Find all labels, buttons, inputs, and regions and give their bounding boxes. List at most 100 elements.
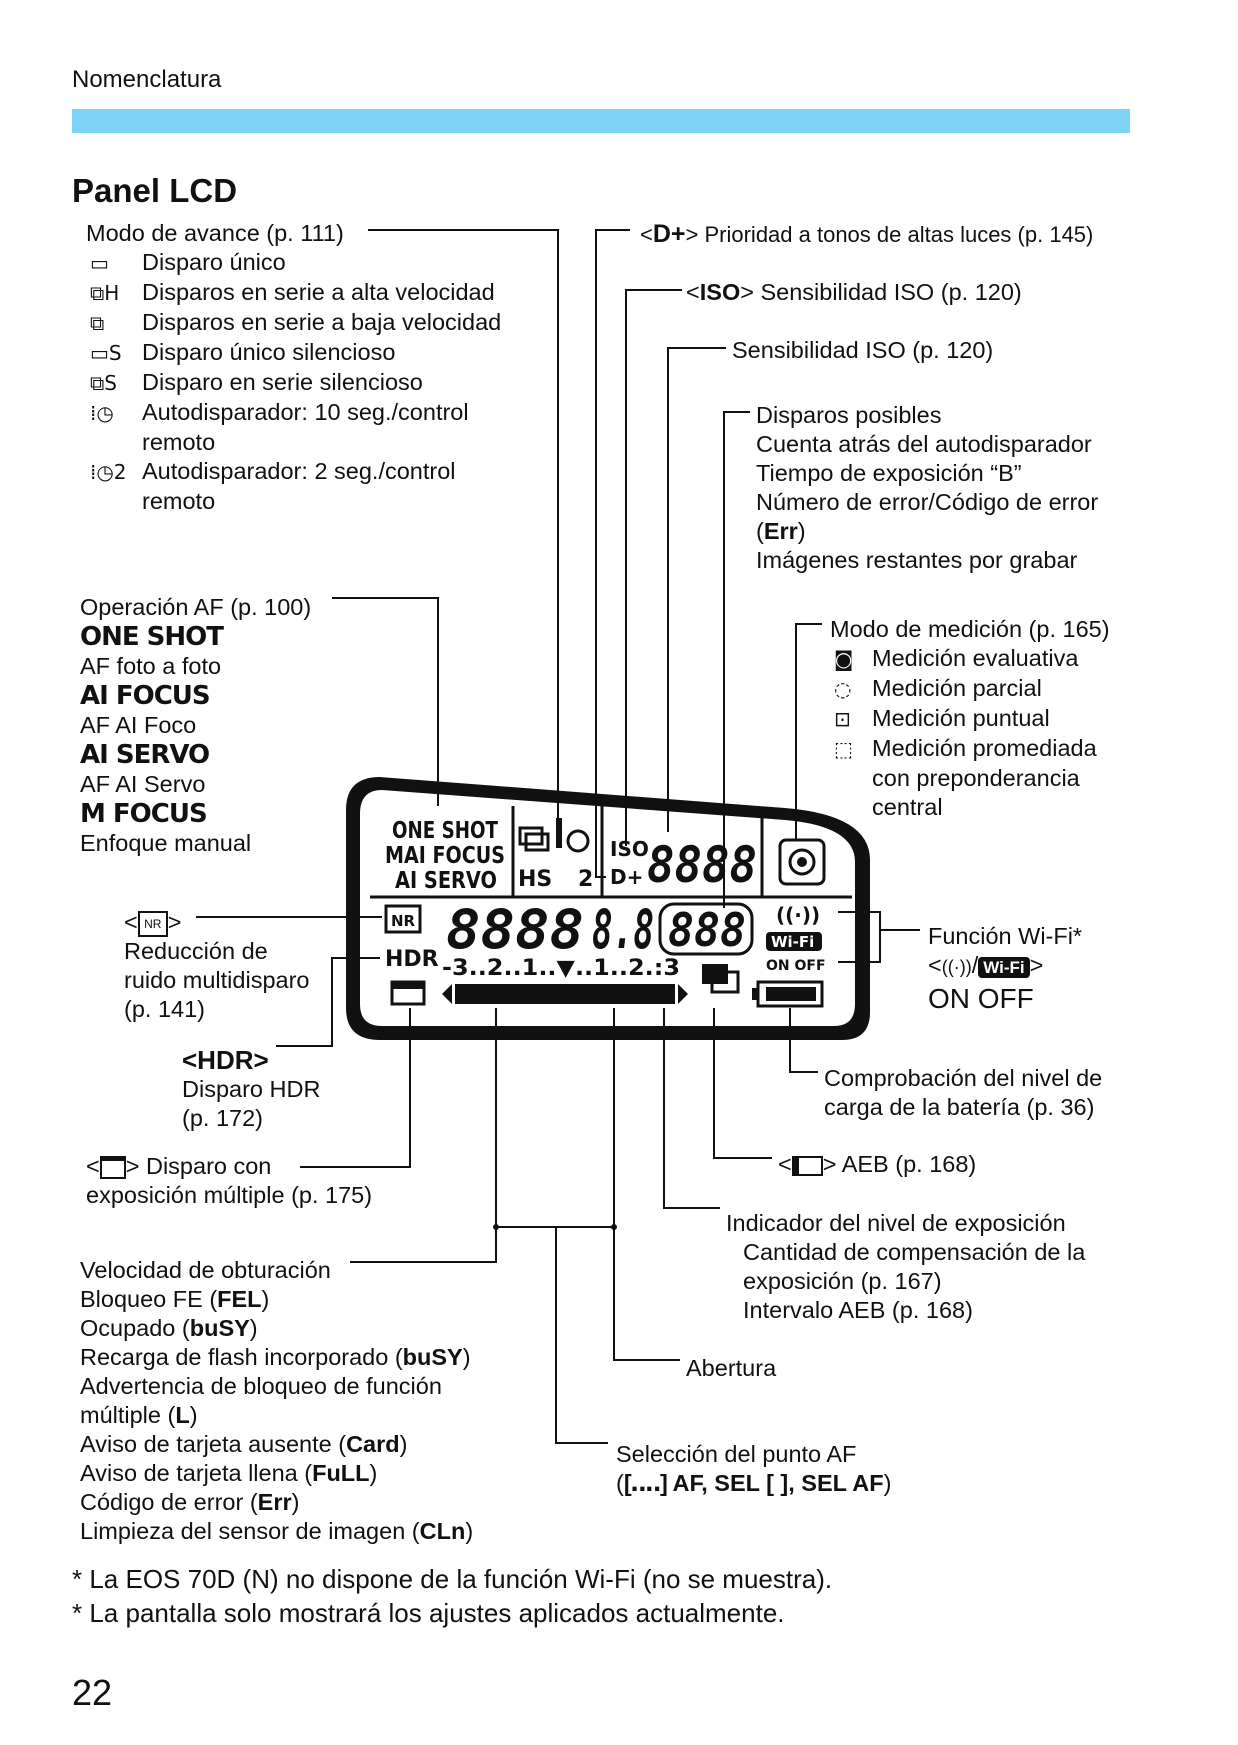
drive-item: remoto — [142, 488, 216, 514]
drive-mode-label: Modo de avance (p. 111) — [86, 220, 344, 246]
lcd-multi-exposure-icon — [390, 980, 426, 1006]
lcd-exposure-scale: -3..2..1..▼..1..2.:3 — [442, 956, 680, 981]
battery-callout: Comprobación del nivel de carga de la ba… — [824, 1065, 1103, 1120]
partial-metering-icon: ◌ — [834, 677, 852, 701]
shutter-line: Código de error (Err) — [80, 1489, 300, 1515]
shutter-line: Advertencia de bloqueo de función — [80, 1373, 442, 1399]
lcd-shutter-digits: 8888 — [446, 898, 584, 961]
svg-text:((·)): ((·)) — [776, 903, 820, 927]
lcd-af-ai-focus: MAI FOCUS — [385, 843, 505, 869]
svg-text:NR: NR — [391, 912, 416, 930]
silent-continuous-icon: ⧉S — [90, 371, 117, 395]
silent-single-icon: ▭S — [90, 341, 122, 365]
lcd-af-ai-servo: AI SERVO — [395, 868, 497, 894]
lcd-drive-icon — [518, 818, 590, 853]
shutter-line: múltiple (L) — [80, 1402, 198, 1428]
multi-exposure-callout: <> Disparo con exposición múltiple (p. 1… — [86, 1153, 373, 1208]
center-weighted-icon: ⬚ — [834, 737, 853, 761]
lcd-iso-icon: ISO — [610, 837, 649, 861]
shutter-line: Aviso de tarjeta ausente (Card) — [80, 1431, 408, 1457]
lcd-shots-bracket — [658, 902, 754, 956]
af-mode-ai-servo: AI SERVO — [80, 740, 210, 770]
lcd-screen — [360, 790, 855, 1026]
lcd-metering-icon — [778, 838, 826, 886]
lcd-hdr-icon: HDR — [385, 947, 439, 972]
lcd-nr-icon — [384, 904, 422, 934]
lcd-exposure-bar — [442, 984, 688, 1004]
shutter-line: Ocupado (buSY) — [80, 1315, 258, 1341]
af-operation-list: Operación AF (p. 100) ONE SHOT AF foto a… — [80, 593, 311, 858]
aperture-label: Abertura — [686, 1355, 777, 1381]
page-title: Panel LCD — [72, 172, 238, 209]
aeb-callout: <> AEB (p. 168) — [778, 1151, 977, 1177]
nr-icon: NR — [137, 910, 168, 937]
hdr-tag: <HDR> — [182, 1045, 269, 1075]
wifi-badge: Wi-Fi — [978, 957, 1030, 978]
evaluative-metering-icon: ◙ — [834, 647, 854, 671]
lcd-battery-icon — [752, 980, 824, 1008]
lcd-aeb-icon — [702, 964, 740, 994]
lcd-dplus-icon: D+ — [610, 865, 643, 889]
aeb-icon — [791, 1155, 823, 1176]
shutter-line: Recarga de flash incorporado (buSY) — [80, 1344, 471, 1370]
shots-list: Disparos posibles Cuenta atrás del autod… — [756, 402, 1099, 573]
lcd-af-one-shot: ONE SHOT — [392, 818, 498, 844]
lcd-aperture-digits: 8.8 — [592, 898, 654, 961]
drive-item: remoto — [142, 429, 216, 455]
self-timer-2-icon: ⁞◷2 — [90, 460, 127, 484]
af-mode-desc: Enfoque manual — [80, 830, 252, 856]
wifi-on-off: ON OFF — [928, 983, 1034, 1014]
af-mode-ai-focus: AI FOCUS — [80, 681, 211, 711]
shutter-speed-list: Velocidad de obturación Bloqueo FE (FEL)… — [80, 1256, 473, 1546]
multi-exposure-icon — [99, 1156, 126, 1180]
af-mode-desc: AF AI Servo — [80, 771, 206, 797]
spot-metering-icon: ⊡ — [834, 707, 851, 731]
af-mode-one-shot: ONE SHOT — [80, 622, 224, 652]
footnotes: * La EOS 70D (N) no dispone de la funció… — [72, 1564, 833, 1628]
iso-icon: ISO — [699, 279, 741, 305]
metering-label: Modo de medición (p. 165) — [830, 616, 1110, 642]
lcd-iso-digits: 8888 — [647, 836, 757, 894]
shutter-line: Velocidad de obturación — [80, 1257, 331, 1283]
hdr-callout: <HDR> Disparo HDR (p. 172) — [182, 1045, 321, 1132]
highlight-tone-priority-label: <D+> Prioridad a tonos de altas luces (p… — [640, 220, 1094, 248]
shutter-line: Aviso de tarjeta llena (FuLL) — [80, 1460, 378, 1486]
header-bar — [72, 109, 1130, 133]
drive-item: ⁞◷Autodisparador: 10 seg./control — [90, 398, 501, 428]
lcd-wifi-badge: Wi-Fi — [771, 933, 814, 951]
drive-item: ⧉Disparos en serie a baja velocidad — [90, 308, 501, 338]
lcd-on-off: ON OFF — [766, 958, 826, 974]
shutter-line: Limpieza del sensor de imagen (CLn) — [80, 1518, 474, 1544]
wifi-callout: Función Wi-Fi* <((·))/Wi-Fi> ON OFF — [928, 923, 1083, 1014]
af-mode-desc: AF AI Foco — [80, 712, 197, 738]
lcd-timer-2: 2 — [578, 867, 593, 892]
lcd-hs: HS — [518, 867, 552, 892]
metering-list: ◙Medición evaluativa ◌Medición parcial ⊡… — [834, 645, 1097, 820]
af-mode-m-focus: M FOCUS — [80, 799, 208, 829]
af-operation-label: Operación AF (p. 100) — [80, 594, 312, 620]
exposure-level-callout: Indicador del nivel de exposición Cantid… — [726, 1210, 1086, 1323]
lcd-outer-frame — [346, 777, 870, 1040]
drive-item: ▭Disparo único — [90, 248, 501, 278]
af-mode-desc: AF foto a foto — [80, 653, 222, 679]
wifi-signal-icon: ((·)) — [941, 957, 972, 977]
continuous-low-icon: ⧉ — [90, 311, 105, 335]
single-shot-icon: ▭ — [90, 251, 109, 275]
iso-value-label: Sensibilidad ISO (p. 120) — [732, 337, 994, 363]
continuous-high-icon: ⧉H — [90, 281, 120, 305]
shutter-line: Bloqueo FE (FEL) — [80, 1286, 270, 1312]
dplus-icon: D+ — [652, 220, 686, 248]
nr-callout: <NR> Reducción de ruido multidisparo (p.… — [124, 909, 310, 1022]
section-header: Nomenclatura — [72, 66, 222, 93]
af-point-callout: Selección del punto AF ([‥‥] AF, SEL [ ]… — [616, 1441, 892, 1496]
af-point-box-icon: [‥‥] — [623, 1470, 668, 1496]
page-number: 22 — [72, 1672, 113, 1713]
lcd-wifi-icon: ((·)) — [766, 903, 822, 951]
lcd-shots-digits: 888 — [668, 903, 746, 957]
self-timer-10-icon: ⁞◷ — [90, 401, 114, 425]
